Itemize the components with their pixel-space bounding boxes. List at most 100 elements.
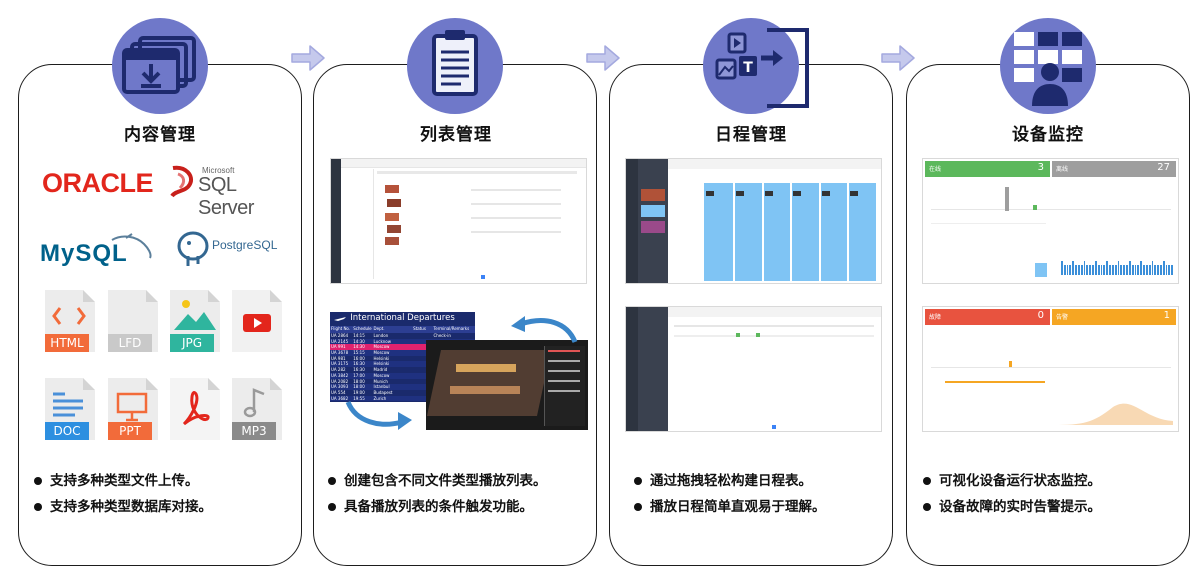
status-bar <box>1140 261 1143 275</box>
status-bar <box>1143 265 1145 275</box>
status-bar <box>1066 265 1069 275</box>
schedule-screenshot <box>625 158 882 284</box>
cycle-arrow-icon <box>345 400 412 430</box>
status-bar <box>1086 265 1089 275</box>
status-bar <box>1100 265 1103 275</box>
status-bar <box>1162 261 1165 275</box>
status-bar <box>1092 265 1094 275</box>
bullet-item: 创建包含不同文件类型播放列表。 <box>326 468 547 494</box>
bullet-item: 支持多种类型文件上传。 <box>32 468 212 494</box>
bullet-item: 可视化设备运行状态监控。 <box>921 468 1101 494</box>
ppt-file-icon: PPT <box>108 378 158 440</box>
status-bar <box>1159 265 1162 275</box>
download-folder-icon <box>122 36 196 94</box>
status-bar <box>1103 265 1106 275</box>
board-header-cell: Schedule <box>353 326 372 331</box>
jpg-file-icon: JPG <box>170 290 220 352</box>
status-bar <box>1131 265 1134 275</box>
bullet-list: 通过拖拽轻松构建日程表。 播放日程简单直观易于理解。 <box>632 468 826 520</box>
status-bar <box>1111 265 1114 275</box>
panel-title: 日程管理 <box>715 125 787 145</box>
clipboard-list-icon <box>432 30 478 96</box>
status-bar <box>1069 265 1072 275</box>
status-bar <box>1114 265 1117 275</box>
device-monitor-icon <box>1014 32 1082 106</box>
status-bar <box>1165 265 1168 275</box>
status-bar <box>1077 265 1080 275</box>
pdf-file-icon <box>170 378 220 440</box>
bullet-list: 支持多种类型文件上传。 支持多种类型数据库对接。 <box>32 468 212 520</box>
status-bar <box>1080 265 1083 275</box>
bullet-item: 具备播放列表的条件触发功能。 <box>326 494 547 520</box>
status-bar <box>1137 265 1140 275</box>
bullet-item: 播放日程简单直观易于理解。 <box>632 494 826 520</box>
next-step-arrow-icon <box>881 45 915 71</box>
panel-title: 内容管理 <box>124 125 196 145</box>
status-bar <box>1075 265 1077 275</box>
status-bar <box>1151 261 1154 275</box>
status-bar <box>1106 261 1109 275</box>
next-step-arrow-icon <box>291 45 325 71</box>
airport-map-screenshot <box>426 340 588 430</box>
cycle-arrow-icon <box>511 316 578 344</box>
status-bar <box>1094 261 1097 275</box>
panel-title: 设备监控 <box>1012 125 1084 145</box>
status-bar <box>1128 261 1131 275</box>
status-bar <box>1148 265 1151 275</box>
schedule-media-icon: T <box>715 28 809 108</box>
status-bar <box>1157 265 1159 275</box>
board-header-cell: Flight No. <box>331 326 351 331</box>
status-bar <box>1097 265 1100 275</box>
status-bar <box>1109 265 1111 275</box>
mysql-logo: MySQL <box>40 232 155 268</box>
device-alert-screenshot: 故障 0 告警 1 <box>922 306 1179 432</box>
postgresql-logo: PostgreSQL <box>176 228 286 268</box>
bullet-item: 设备故障的实时告警提示。 <box>921 494 1101 520</box>
bullet-item: 支持多种类型数据库对接。 <box>32 494 212 520</box>
html-file-icon: HTML <box>45 290 95 352</box>
status-bar <box>1145 265 1148 275</box>
status-bar <box>1120 265 1123 275</box>
doc-file-icon: DOC <box>45 378 95 440</box>
board-header-cell: Status <box>413 326 426 331</box>
panel-title: 列表管理 <box>420 125 492 145</box>
next-step-arrow-icon <box>586 45 620 71</box>
status-bar <box>1168 265 1171 275</box>
lfd-file-icon: LFD <box>108 290 158 352</box>
monitor-circle <box>1000 18 1096 114</box>
status-bar <box>1063 265 1066 275</box>
board-header-cell: Dept. <box>373 326 385 331</box>
status-bar <box>1117 261 1120 275</box>
schedule-list-screenshot <box>625 306 882 432</box>
status-bar <box>1061 261 1063 275</box>
schedule-circle: T <box>703 18 809 114</box>
device-status-screenshot: 在线 3 离线 27 <box>922 158 1179 284</box>
playlist-screenshot <box>330 158 587 284</box>
video-file-icon <box>232 290 282 352</box>
status-bar <box>1126 265 1128 275</box>
svg-text:T: T <box>743 60 753 76</box>
bullet-list: 创建包含不同文件类型播放列表。 具备播放列表的条件触发功能。 <box>326 468 547 520</box>
board-header-cell: Terminal/Remarks <box>433 326 470 331</box>
bullet-item: 通过拖拽轻松构建日程表。 <box>632 468 826 494</box>
mp3-file-icon: MP3 <box>232 378 282 440</box>
status-bar <box>1083 261 1086 275</box>
status-bar <box>1072 261 1075 275</box>
status-bar <box>1154 265 1157 275</box>
sqlserver-logo: Microsoft SQL Server <box>168 164 288 219</box>
bullet-list: 可视化设备运行状态监控。 设备故障的实时告警提示。 <box>921 468 1101 520</box>
content-circle <box>112 18 208 114</box>
status-bar <box>1171 265 1174 275</box>
